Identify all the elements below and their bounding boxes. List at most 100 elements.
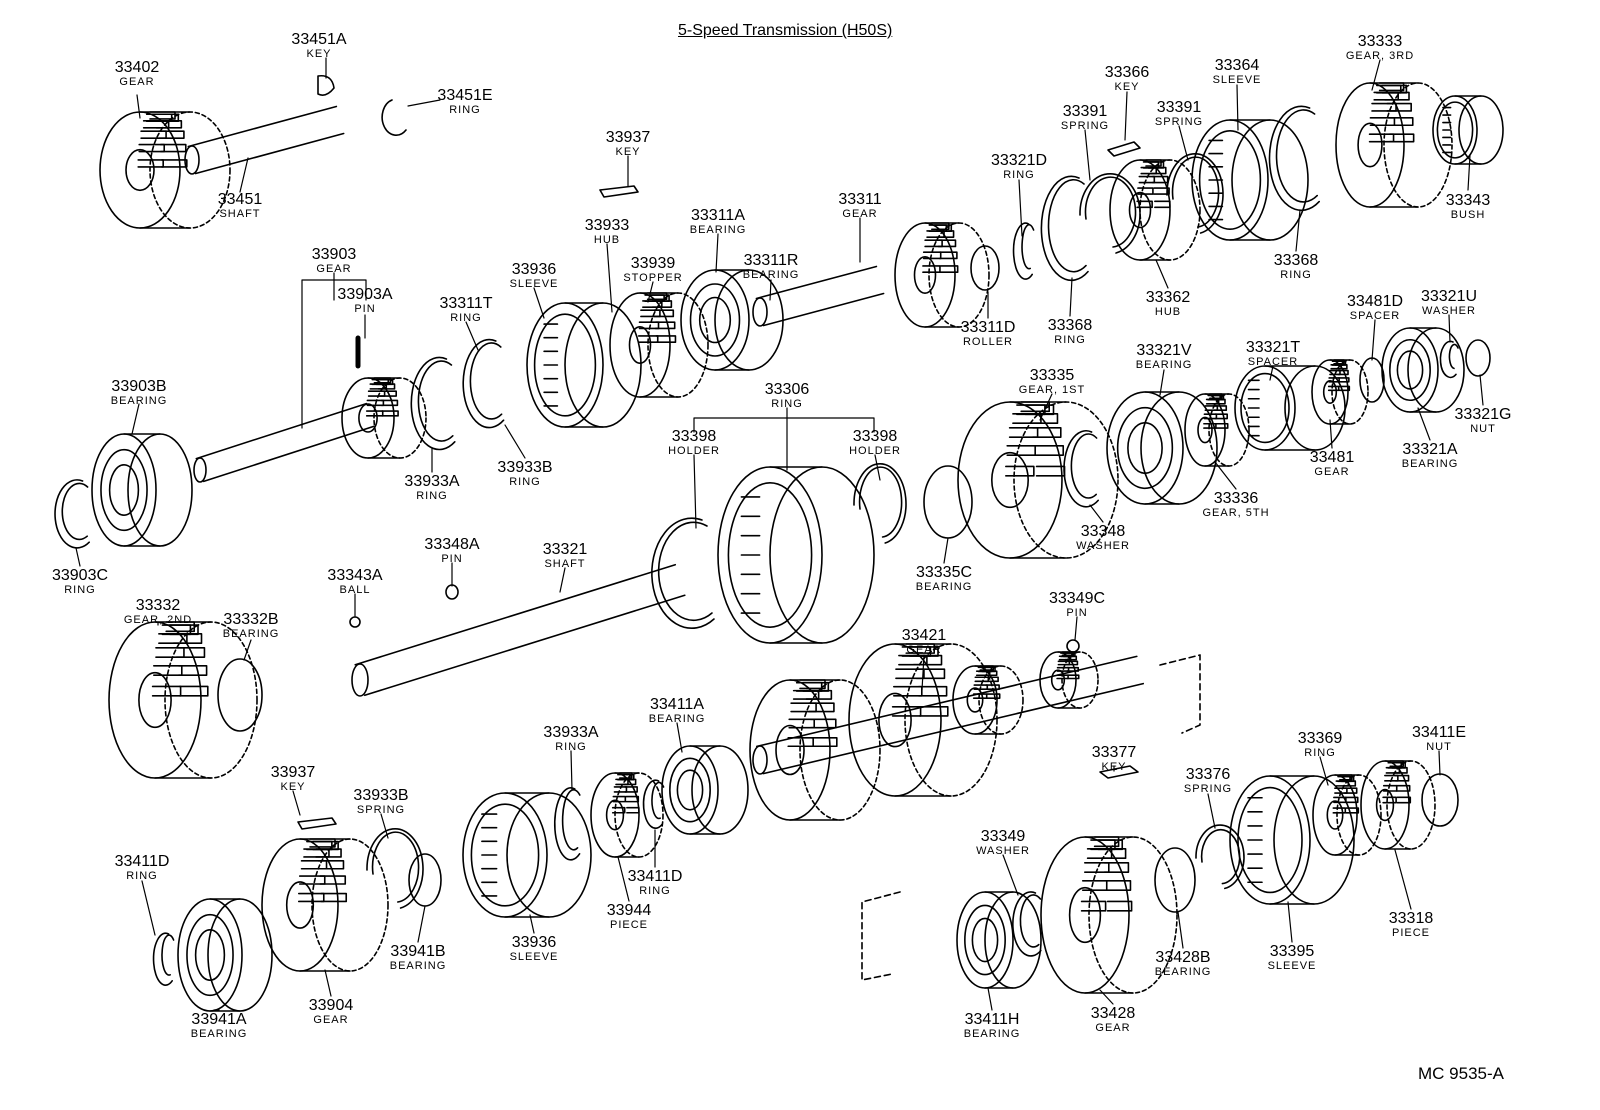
spring-33391-right-inner <box>1173 157 1219 227</box>
part-description: SPACER <box>1247 356 1299 368</box>
gear-33421-tooth <box>896 669 924 678</box>
part-number: 33941A <box>191 1011 247 1028</box>
sleeve-33364-back <box>1232 120 1308 240</box>
part-number: 33903C <box>51 567 109 584</box>
gear-counter-small-tooth <box>975 677 988 681</box>
gear-33421-tooth <box>893 707 921 716</box>
part-number: 33421 <box>901 627 947 644</box>
part-number: 33362 <box>1145 289 1191 306</box>
piece-33318-tooth <box>1385 776 1398 781</box>
part-description: RING <box>1003 169 1035 181</box>
gear-33421-bore <box>879 693 911 746</box>
piece-33944-bore <box>607 800 624 829</box>
part-description: BEARING <box>1401 458 1459 470</box>
leader-line <box>1320 757 1328 785</box>
part-description: RING <box>555 741 587 753</box>
part-number: 33335 <box>1029 367 1075 384</box>
ring-33369-bore <box>1327 801 1342 829</box>
ring-33306-inner <box>728 483 811 627</box>
bearing-33411h-race <box>965 905 1005 974</box>
part-number: 33349 <box>980 828 1026 845</box>
part-description: NUT <box>1426 741 1452 753</box>
key-33451a <box>318 76 334 95</box>
bearing-33411a-back <box>692 746 748 834</box>
gear-33903-tooth <box>369 391 385 396</box>
gear-33335-face <box>958 402 1062 558</box>
leader-line <box>1372 60 1380 90</box>
part-number: 33402 <box>114 59 160 76</box>
ring-33411d-mid <box>644 780 663 828</box>
gear-33421-tooth <box>920 707 948 716</box>
part-number: 33933B <box>353 787 409 804</box>
part-number: 33343 <box>1445 192 1491 209</box>
part-description: BEARING <box>190 1028 248 1040</box>
part-description: BEARING <box>1154 966 1212 978</box>
sleeve-33395-front <box>1230 776 1310 904</box>
part-description: STOPPER <box>623 272 683 284</box>
part-description: SLEEVE <box>509 278 559 290</box>
part-number: 33368 <box>1273 252 1319 269</box>
gear-33903-tooth <box>379 384 395 389</box>
part-description: WASHER <box>1422 305 1476 317</box>
part-description: GEAR, 5TH <box>1202 507 1270 519</box>
leader-line <box>560 568 565 592</box>
part-description: GEAR, 1ST <box>1018 384 1086 396</box>
gear-33904-tooth <box>318 861 343 869</box>
gear-33333-tooth <box>1370 118 1394 125</box>
spring-33391-left <box>1080 174 1140 253</box>
part-description: PIN <box>1066 607 1088 619</box>
ring-33411d-left <box>154 933 173 985</box>
gear-33332-tooth <box>154 666 182 675</box>
gear-33311-tooth <box>940 252 957 258</box>
leader-line <box>1085 130 1090 180</box>
part-number: 33941B <box>390 943 446 960</box>
gear-33903-tooth <box>367 400 383 405</box>
part-number: 33398 <box>852 428 898 445</box>
part-description: GEAR <box>842 208 878 220</box>
leader-line <box>694 455 696 528</box>
part-number: 33311D <box>960 319 1016 336</box>
bearing-33311a-race <box>691 284 740 356</box>
part-number: 33343A <box>327 567 383 584</box>
gear-33903-face <box>342 378 394 458</box>
part-number: 33944 <box>606 902 652 919</box>
part-description: RING <box>509 476 541 488</box>
gear-33332-tooth <box>156 648 184 657</box>
leader-line <box>132 404 139 434</box>
holder-33398-left-inner <box>659 522 712 620</box>
pin-33348a <box>446 585 458 599</box>
key-33366 <box>1108 142 1140 156</box>
gear-33336-tooth <box>1204 414 1216 418</box>
gear-33336-tooth <box>1214 406 1226 410</box>
piece-33944-tooth <box>613 808 625 813</box>
leader-line <box>76 548 80 566</box>
gear-counter-end-tooth <box>1067 668 1078 671</box>
leader-line <box>142 881 155 935</box>
holder-33398-right-inner <box>860 467 902 537</box>
piece-33944-tooth <box>613 797 625 802</box>
gear-33428-tooth <box>1104 863 1128 872</box>
leader-line <box>1090 505 1103 522</box>
gear-counter-small-bore <box>967 688 982 712</box>
leader-line <box>571 751 572 790</box>
shaft-33321-end <box>352 664 368 696</box>
piece-33944-tooth <box>625 787 637 792</box>
part-description: HOLDER <box>668 445 720 457</box>
leader-line <box>770 280 771 300</box>
gear-33336-tooth <box>1213 399 1225 403</box>
part-number: 33311R <box>743 252 799 269</box>
bearing-33321a-race <box>1390 340 1430 400</box>
part-description: NUT <box>1470 423 1496 435</box>
